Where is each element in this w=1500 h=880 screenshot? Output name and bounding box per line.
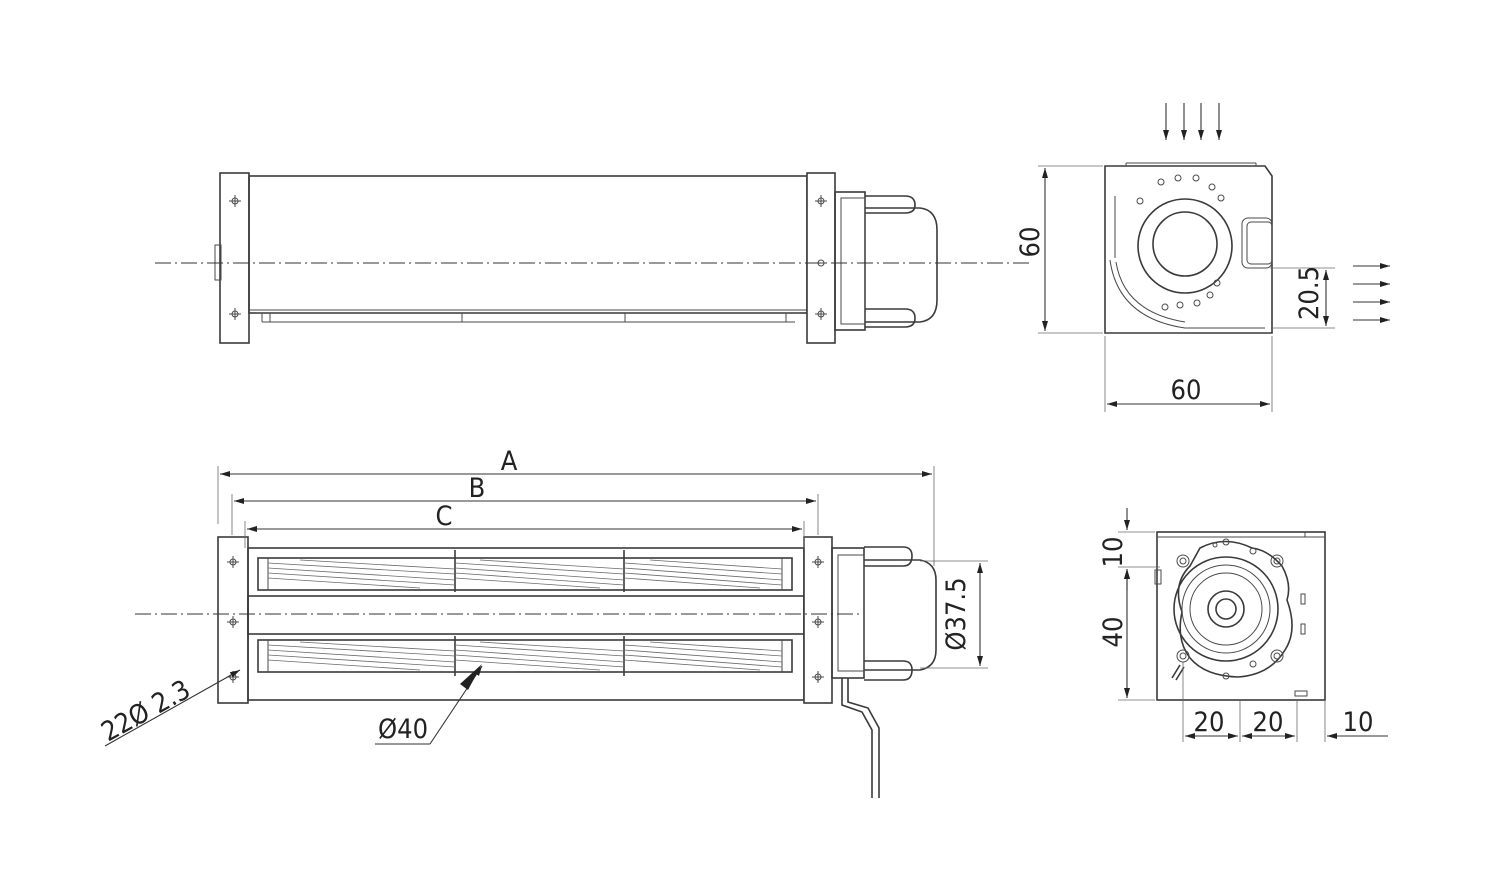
dim-outlet-label: 20.5	[1294, 266, 1325, 320]
dim-side: 40	[1098, 569, 1155, 701]
dim-width: 60	[1104, 336, 1273, 412]
dim-A-label: A	[501, 446, 518, 477]
dim-impeller: Ø40	[375, 664, 483, 745]
motor-flange	[1173, 538, 1293, 680]
top-view: A B C Ø37.5 Ø40	[96, 446, 988, 798]
dim-motor: Ø37.5	[920, 560, 988, 669]
dim-motor-label: Ø37.5	[941, 577, 972, 650]
dim-width-label: 60	[1171, 375, 1202, 406]
dim-bottom-1-label: 20	[1194, 707, 1225, 738]
dim-bottom: 20 20 10	[1182, 662, 1388, 742]
front-view: 60 60 20.5	[1015, 103, 1390, 412]
motor-hub	[1152, 211, 1218, 277]
mount-holes-side	[229, 195, 827, 320]
side-view	[155, 172, 1030, 344]
motor-flange-ring	[1137, 198, 1233, 294]
dim-top: 10	[1098, 508, 1160, 591]
end-view: 10 40 20 20 10	[1098, 508, 1388, 742]
impeller-lower	[257, 636, 793, 676]
dim-holes: 22Ø 2.3	[96, 669, 241, 748]
motor-side	[834, 191, 938, 331]
dim-holes-label: 22Ø 2.3	[96, 674, 195, 748]
outlet-airflow-arrows	[1353, 263, 1390, 323]
dim-bottom-2-label: 20	[1253, 707, 1284, 738]
dim-outlet: 20.5	[1270, 266, 1335, 329]
dim-C: C	[244, 501, 805, 548]
inlet-airflow-arrows	[1163, 103, 1222, 140]
end-frame	[1156, 531, 1326, 701]
dim-top-label: 10	[1098, 537, 1129, 568]
shaft-band	[247, 595, 805, 635]
dim-B: B	[231, 473, 819, 535]
motor-top	[831, 546, 937, 798]
dim-A: A	[217, 446, 935, 566]
housing-body	[248, 175, 808, 314]
front-screw-holes	[1136, 174, 1225, 311]
dim-impeller-label: Ø40	[378, 714, 428, 745]
dim-height: 60	[1015, 165, 1103, 334]
dim-B-label: B	[469, 473, 486, 504]
dim-height-label: 60	[1015, 227, 1046, 258]
dim-bottom-3-label: 10	[1343, 707, 1374, 738]
dim-side-label: 40	[1098, 617, 1129, 648]
impeller-upper	[257, 550, 793, 592]
housing-top	[247, 547, 805, 701]
dim-C-label: C	[436, 501, 453, 532]
mount-holes-top	[227, 556, 824, 683]
